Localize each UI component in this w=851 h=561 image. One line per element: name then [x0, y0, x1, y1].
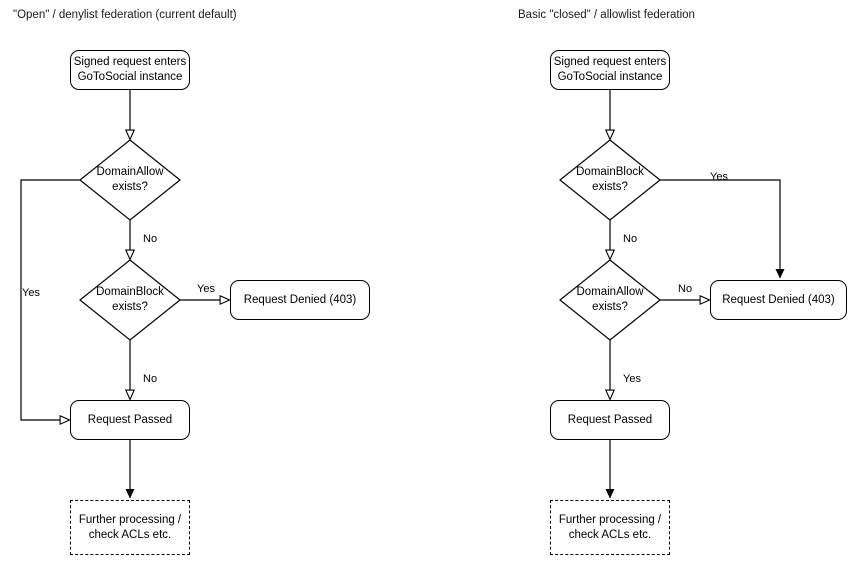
node-right-further-processing-text: Further processing / check ACLs etc.	[559, 513, 661, 543]
edge-label-left-allow-yes: Yes	[22, 287, 40, 299]
node-left-decision-domainallow-label: DomainAllow exists?	[96, 165, 163, 195]
edge-label-right-block-yes: Yes	[710, 171, 728, 183]
node-left-decision-domainblock[interactable]: DomainBlock exists?	[79, 259, 181, 341]
node-left-entry-line1: Signed request enters	[73, 56, 187, 68]
diamond-shape-left-2	[79, 259, 181, 341]
edge-label-right-allow-yes: Yes	[623, 373, 641, 385]
node-right-decision1-line2: exists?	[592, 181, 628, 193]
node-right-further-line1: Further processing /	[558, 513, 662, 526]
node-left-further-line2: check ACLs etc.	[88, 528, 172, 541]
node-right-decision-domainallow[interactable]: DomainAllow exists?	[559, 259, 661, 341]
panel-title-open-denylist: "Open" / denylist federation (current de…	[13, 9, 237, 21]
edge-label-right-allow-no: No	[678, 283, 693, 295]
node-right-decision2-line1: DomainAllow	[576, 286, 644, 298]
node-right-request-denied-label: Request Denied (403)	[722, 293, 835, 306]
node-right-decision-domainblock-label: DomainBlock exists?	[576, 165, 644, 195]
node-left-request-denied-label: Request Denied (403)	[243, 293, 357, 306]
node-right-request-denied[interactable]: Request Denied (403)	[710, 280, 847, 320]
edge-left-allow-yes	[20, 179, 80, 420]
node-right-further-line2: check ACLs etc.	[568, 528, 652, 541]
diamond-shape-right-2	[559, 259, 661, 341]
node-right-entry-line2: GoToSocial instance	[557, 71, 663, 83]
node-right-decision-domainallow-label: DomainAllow exists?	[576, 285, 643, 315]
edge-label-right-block-no: No	[623, 233, 638, 245]
edge-label-left-block-no: No	[143, 373, 158, 385]
node-left-entry[interactable]: Signed request enters GoToSocial instanc…	[70, 50, 190, 90]
node-right-request-passed[interactable]: Request Passed	[550, 400, 670, 440]
node-right-decision1-line1: DomainBlock	[576, 166, 644, 178]
node-left-entry-line2: GoToSocial instance	[77, 71, 183, 83]
node-left-decision-domainallow[interactable]: DomainAllow exists?	[79, 139, 181, 221]
node-left-decision-domainblock-label: DomainBlock exists?	[96, 285, 164, 315]
diamond-shape-right-1	[559, 139, 661, 221]
edge-label-left-allow-no: No	[143, 233, 158, 245]
panel-title-closed-allowlist: Basic "closed" / allowlist federation	[518, 9, 695, 21]
node-left-entry-text: Signed request enters GoToSocial instanc…	[74, 55, 187, 85]
node-right-decision2-line2: exists?	[592, 301, 628, 313]
node-right-request-passed-label: Request Passed	[567, 413, 653, 426]
node-right-entry-line1: Signed request enters	[553, 56, 667, 68]
node-left-decision2-line1: DomainBlock	[96, 286, 164, 298]
node-left-decision1-line2: exists?	[112, 181, 148, 193]
node-left-further-processing-text: Further processing / check ACLs etc.	[79, 513, 181, 543]
edge-label-left-block-yes: Yes	[197, 283, 215, 295]
node-right-further-processing[interactable]: Further processing / check ACLs etc.	[550, 500, 670, 555]
node-left-further-processing[interactable]: Further processing / check ACLs etc.	[70, 500, 190, 555]
node-left-decision2-line2: exists?	[112, 301, 148, 313]
node-left-request-denied[interactable]: Request Denied (403)	[230, 280, 370, 320]
node-right-entry[interactable]: Signed request enters GoToSocial instanc…	[550, 50, 670, 90]
diamond-shape-left-1	[79, 139, 181, 221]
node-right-decision-domainblock[interactable]: DomainBlock exists?	[559, 139, 661, 221]
node-left-request-passed[interactable]: Request Passed	[70, 400, 190, 440]
node-left-further-line1: Further processing /	[78, 513, 182, 526]
edge-right-block-yes	[660, 179, 785, 279]
node-right-entry-text: Signed request enters GoToSocial instanc…	[554, 55, 667, 85]
node-left-request-passed-label: Request Passed	[87, 413, 173, 426]
node-left-decision1-line1: DomainAllow	[96, 166, 164, 178]
